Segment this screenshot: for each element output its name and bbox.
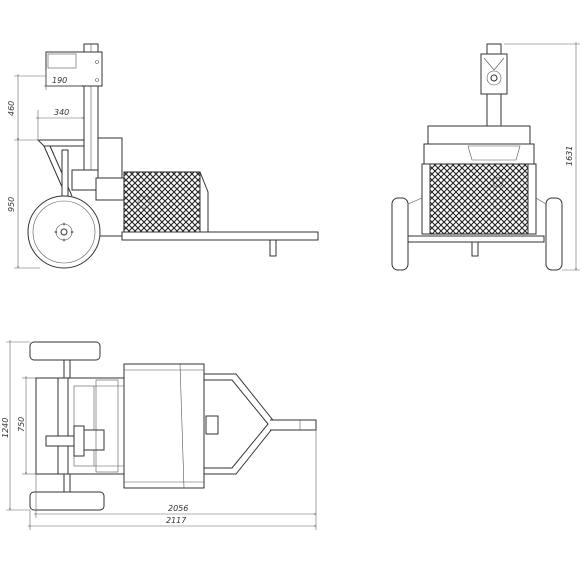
top-bracket (45, 51, 103, 87)
top-wheel-upper (29, 341, 101, 361)
side-wheel (27, 195, 101, 269)
front-view (391, 43, 563, 271)
top-view (29, 341, 317, 511)
mesh-box (123, 171, 201, 233)
dim-950-label: 950 (7, 197, 16, 212)
dim-1631-label: 1631 (565, 146, 574, 166)
front-wheel-left (391, 197, 409, 271)
drawbar (121, 231, 319, 241)
front-hopper (427, 125, 531, 145)
front-mesh (429, 163, 529, 235)
dim-1240-label: 1240 (1, 418, 10, 438)
dim-750-label: 750 (17, 417, 26, 432)
support-leg (269, 239, 277, 257)
dim-190-label: 190 (52, 76, 67, 85)
front-wheel-right (545, 197, 563, 271)
dim-2117-label: 2117 (166, 516, 187, 525)
top-view-dimensions: 1240 750 2056 2117 (1, 342, 316, 530)
front-view-dimensions: 1631 (504, 44, 580, 270)
dim-460-label: 460 (7, 101, 16, 116)
dim-2056-label: 2056 (168, 504, 188, 513)
top-wheel-lower (29, 491, 105, 511)
dim-340-label: 340 (54, 108, 69, 117)
front-axle (407, 235, 545, 243)
side-view-dimensions: 190 340 460 950 (7, 70, 84, 268)
handle-frame (36, 139, 85, 147)
side-view (27, 43, 319, 269)
top-hopper (123, 363, 205, 489)
